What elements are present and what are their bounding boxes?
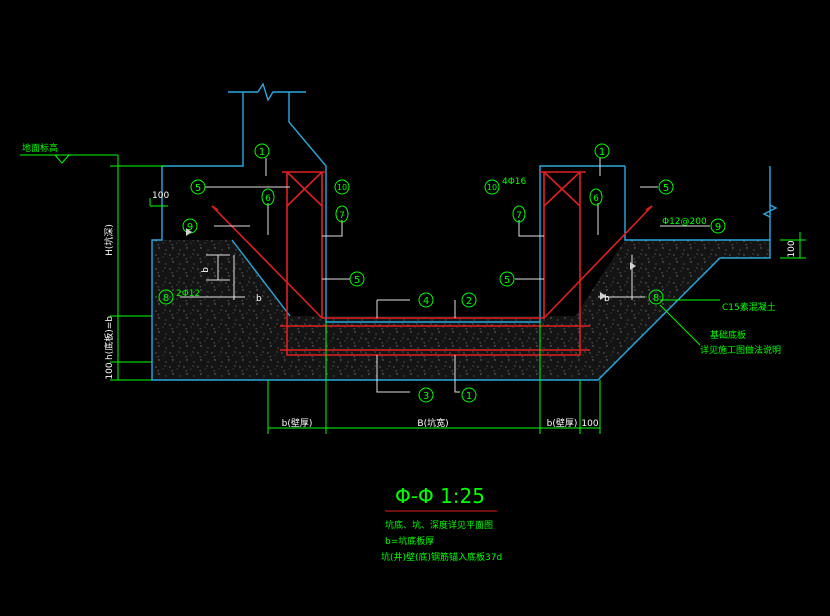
- dim-100-left-top: 100: [152, 191, 169, 201]
- dim-100-right: 100: [787, 240, 797, 257]
- svg-text:6: 6: [593, 194, 599, 204]
- svg-text:5: 5: [663, 183, 669, 194]
- leader-lines: [180, 158, 710, 393]
- marker-4: [418, 292, 434, 308]
- b-left-horizontal: b: [256, 294, 262, 304]
- marker-5-right-top: [658, 179, 674, 195]
- marker-5-right-mid: [499, 271, 515, 287]
- waterproof-line-2: 详见施工图做法说明: [700, 344, 781, 356]
- svg-text:4: 4: [423, 296, 429, 307]
- marker-9-right: [710, 218, 726, 234]
- ground-level-label: 地面标高: [22, 142, 58, 154]
- b-wall-right: b(壁厚): [547, 417, 578, 429]
- svg-text:9: 9: [187, 222, 193, 233]
- marker-8-left: [158, 289, 174, 305]
- h-slab-label: h(底板)=b: [103, 316, 115, 360]
- c15-leader: [659, 299, 720, 346]
- b-wall-left: b(壁厚): [282, 417, 313, 429]
- svg-text:1: 1: [599, 147, 605, 158]
- h-depth-label: H(坑深): [103, 224, 115, 256]
- rebar-lines: [211, 171, 653, 356]
- labels: 地面标高 100 H(坑深) h(底板)=b 100 100 b(壁厚) B(坑…: [22, 142, 797, 429]
- marker-2: [461, 292, 477, 308]
- hatch-markers: [186, 228, 636, 300]
- rebar-4phi16: 4Φ16: [502, 177, 527, 187]
- concrete-cushion-right: [575, 240, 770, 380]
- note-2: b=坑底板厚: [385, 535, 434, 547]
- section-title: Φ-Φ 1:25: [395, 484, 485, 508]
- B-width: B(坑宽): [417, 417, 448, 429]
- marker-8-right: [648, 289, 664, 305]
- marker-6-left: [261, 188, 275, 206]
- c15-cushion: C15素混凝土: [722, 301, 776, 313]
- b-left-vertical: b: [201, 267, 211, 273]
- marker-10-left: [334, 179, 350, 195]
- svg-text:10: 10: [337, 183, 347, 192]
- svg-text:5: 5: [504, 275, 510, 286]
- dim-100-left-bottom: 100: [105, 362, 115, 379]
- dimension-lines: [20, 154, 806, 512]
- svg-text:2: 2: [466, 296, 472, 307]
- marker-3: [418, 387, 434, 403]
- svg-text:8: 8: [163, 293, 169, 304]
- rebar-2phi12: 2Φ12: [176, 289, 200, 299]
- svg-text:7: 7: [339, 211, 345, 221]
- marker-6-right: [589, 188, 603, 206]
- marker-7-left: [335, 205, 349, 223]
- svg-text:5: 5: [354, 275, 360, 286]
- marker-1-left: [254, 143, 270, 159]
- note-1: 坑底、坑、深度详见平面图: [385, 519, 493, 531]
- svg-text:5: 5: [195, 183, 201, 194]
- marker-5-left-mid: [349, 271, 365, 287]
- svg-text:3: 3: [423, 391, 429, 402]
- b-right-horizontal: b: [604, 294, 610, 304]
- svg-text:1: 1: [466, 391, 472, 402]
- marker-10-right: [484, 179, 500, 195]
- svg-text:6: 6: [265, 194, 271, 204]
- svg-text:7: 7: [516, 211, 522, 221]
- svg-text:10: 10: [487, 183, 497, 192]
- waterproof-line-1: 基础底板: [710, 329, 746, 341]
- rebar-phi12-200: Φ12@200: [662, 217, 707, 227]
- marker-1-bottom: [461, 387, 477, 403]
- marker-7-right: [512, 205, 526, 223]
- notes: 坑底、坑、深度详见平面图 b=坑底板厚 坑(井)壁(底)钢筋锚入底板37d: [381, 519, 502, 563]
- svg-text:9: 9: [715, 222, 721, 233]
- marker-1-right: [594, 143, 610, 159]
- marker-5-left-top: [190, 179, 206, 195]
- note-3: 坑(井)壁(底)钢筋锚入底板37d: [381, 551, 502, 563]
- dim-100-bottom-right: 100: [581, 419, 598, 429]
- markers: 1 5 9 8 10 6 7 5 4 2 3 1 1 5 10 6 7: [158, 143, 726, 403]
- svg-text:1: 1: [259, 147, 265, 158]
- svg-text:8: 8: [653, 293, 659, 304]
